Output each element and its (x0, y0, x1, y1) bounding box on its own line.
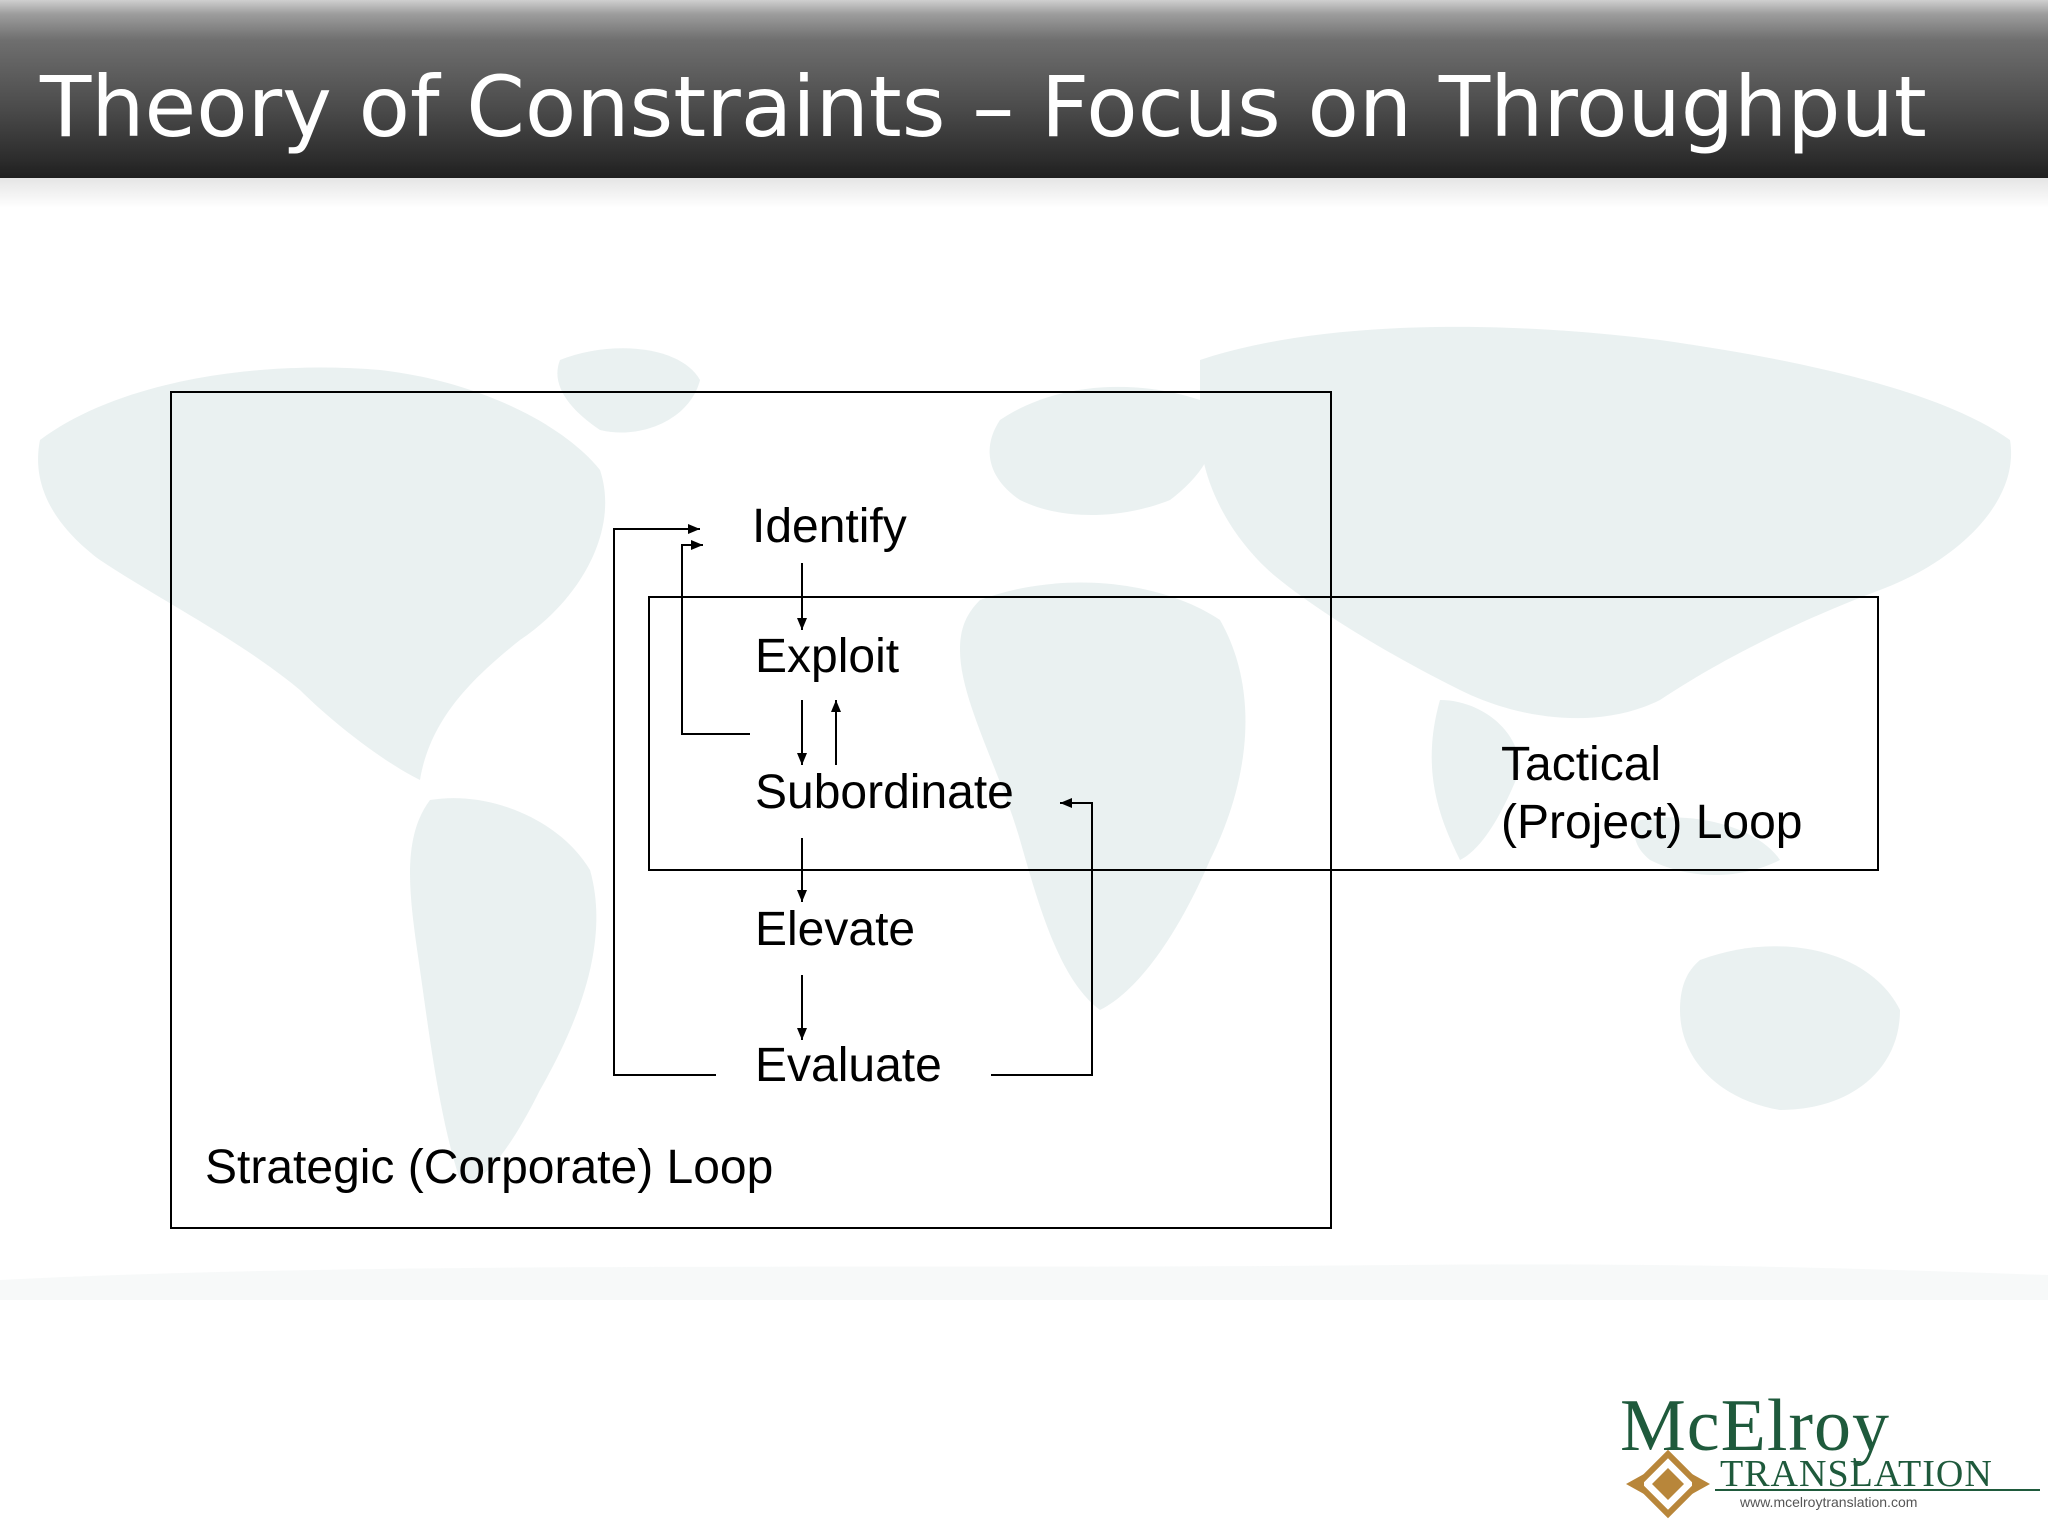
strategic-loop-label: Strategic (Corporate) Loop (205, 1141, 774, 1194)
tactical-loop-box (648, 596, 1879, 871)
step-elevate: Elevate (755, 903, 916, 956)
tactical-loop-label-line1: Tactical (1501, 738, 1662, 791)
logo-name: McElroy (1620, 1385, 1891, 1467)
strategic-feedback-arrow (613, 524, 716, 1076)
step-identify: Identify (752, 500, 907, 553)
step-exploit: Exploit (755, 630, 900, 683)
tactical-feedback-arrow (681, 540, 750, 735)
title-bar (0, 0, 2048, 178)
evaluate-to-subordinate-arrow (991, 798, 1093, 1076)
strategic-loop-box (170, 391, 1332, 1229)
step-evaluate: Evaluate (755, 1039, 942, 1092)
mcelroy-logo-mark (1626, 1449, 2040, 1519)
step-subordinate: Subordinate (755, 766, 1014, 819)
tactical-loop-label-line2: (Project) Loop (1501, 796, 1803, 849)
logo-subtitle: TRANSLATION (1720, 1453, 1993, 1495)
logo-url[interactable]: www.mcelroytranslation.com (1740, 1494, 1918, 1510)
slide-title: Theory of Constraints – Focus on Through… (40, 58, 1927, 156)
title-bar-shadow (0, 178, 2048, 208)
